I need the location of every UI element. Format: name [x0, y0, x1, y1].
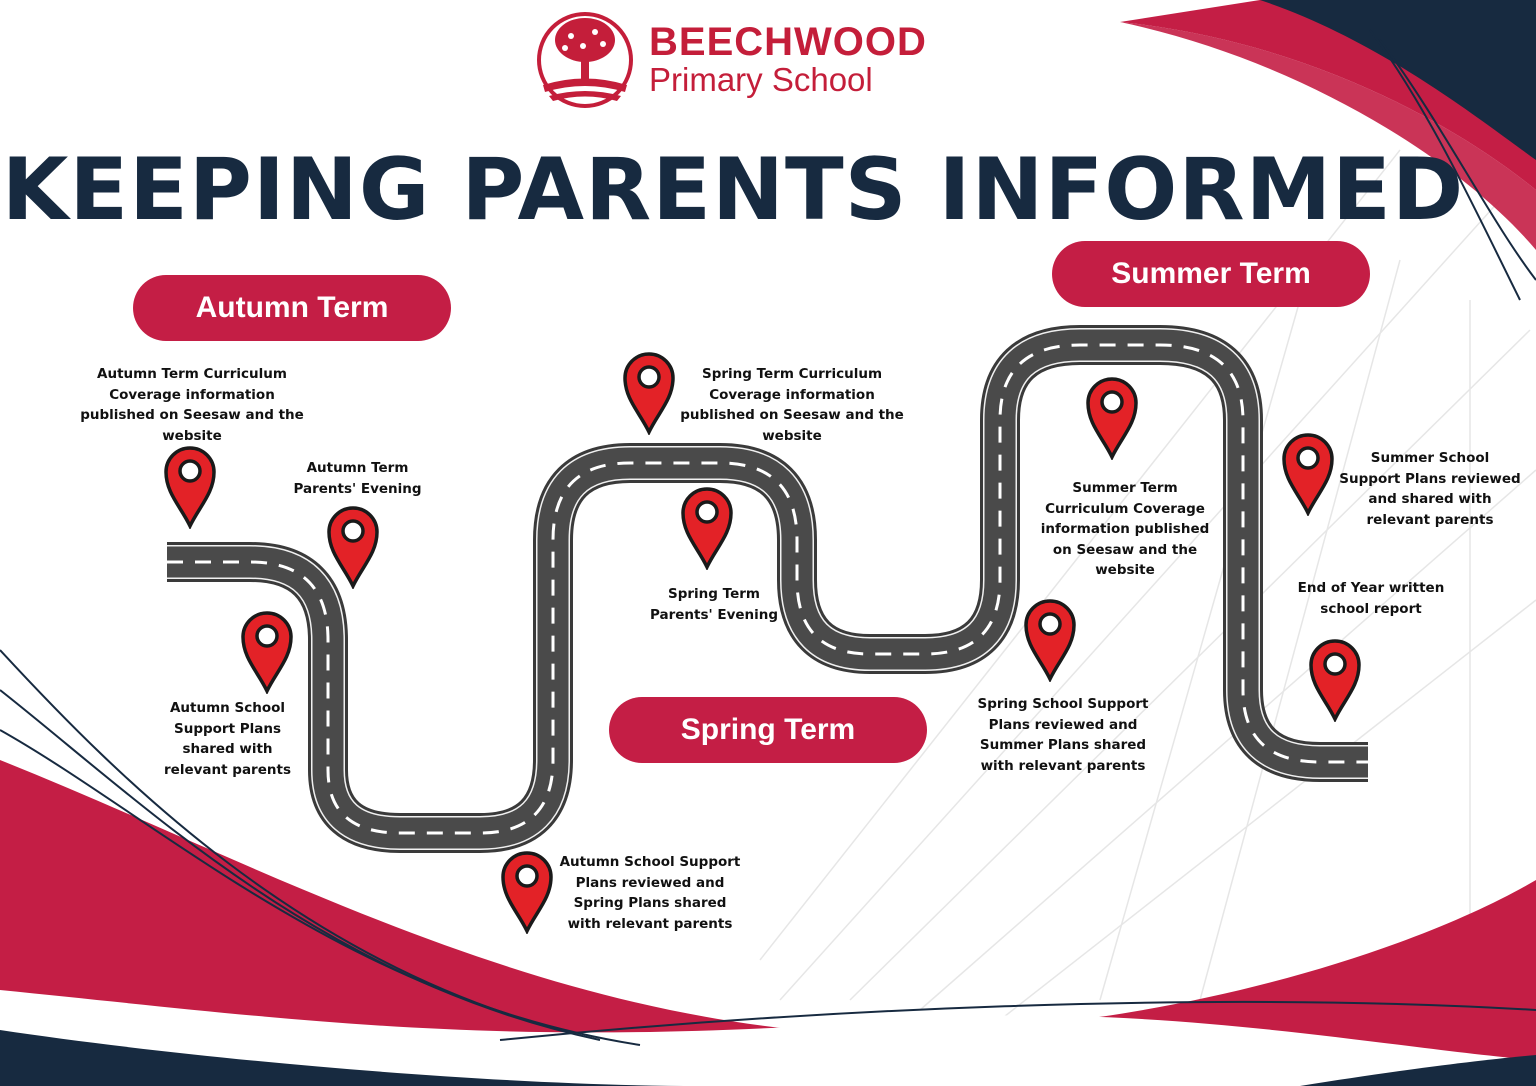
map-pin-icon: [1281, 432, 1335, 518]
map-pin-icon: [326, 505, 380, 591]
milestone-label: Autumn Term Parents' Evening: [293, 460, 422, 497]
map-pin-icon: [1308, 638, 1362, 724]
tree-icon: [537, 12, 633, 108]
summer-term-badge: Summer Term: [1052, 241, 1370, 307]
spring-term-badge: Spring Term: [609, 697, 927, 763]
autumn-term-badge: Autumn Term: [133, 275, 451, 341]
milestone-label: Spring Term Curriculum Coverage informat…: [680, 366, 904, 444]
page-title: KEEPING PARENTS INFORMED: [1, 140, 1465, 240]
map-pin-icon: [1023, 598, 1077, 684]
milestone-label: Autumn Term Curriculum Coverage informat…: [80, 366, 304, 444]
school-subtitle: Primary School: [649, 61, 873, 98]
school-name: BEECHWOOD: [649, 20, 927, 64]
map-pin-icon: [622, 351, 676, 437]
milestone-label: Spring Term Parents' Evening: [649, 586, 779, 623]
milestone-label: Autumn School Support Plans shared with …: [164, 700, 291, 778]
map-pin-icon: [240, 610, 294, 696]
milestone-label: Summer Term Curriculum Coverage informat…: [1040, 480, 1210, 578]
milestone-label: Autumn School Support Plans reviewed and…: [559, 854, 741, 932]
map-pin-icon: [1085, 376, 1139, 462]
school-logo: BEECHWOOD Primary School: [535, 10, 927, 110]
map-pin-icon: [500, 850, 554, 936]
milestone-label: End of Year written school report: [1297, 580, 1445, 617]
milestone-label: Spring School Support Plans reviewed and…: [977, 696, 1149, 774]
milestone-label: Summer School Support Plans reviewed and…: [1339, 450, 1521, 528]
map-pin-icon: [680, 486, 734, 572]
map-pin-icon: [163, 445, 217, 531]
